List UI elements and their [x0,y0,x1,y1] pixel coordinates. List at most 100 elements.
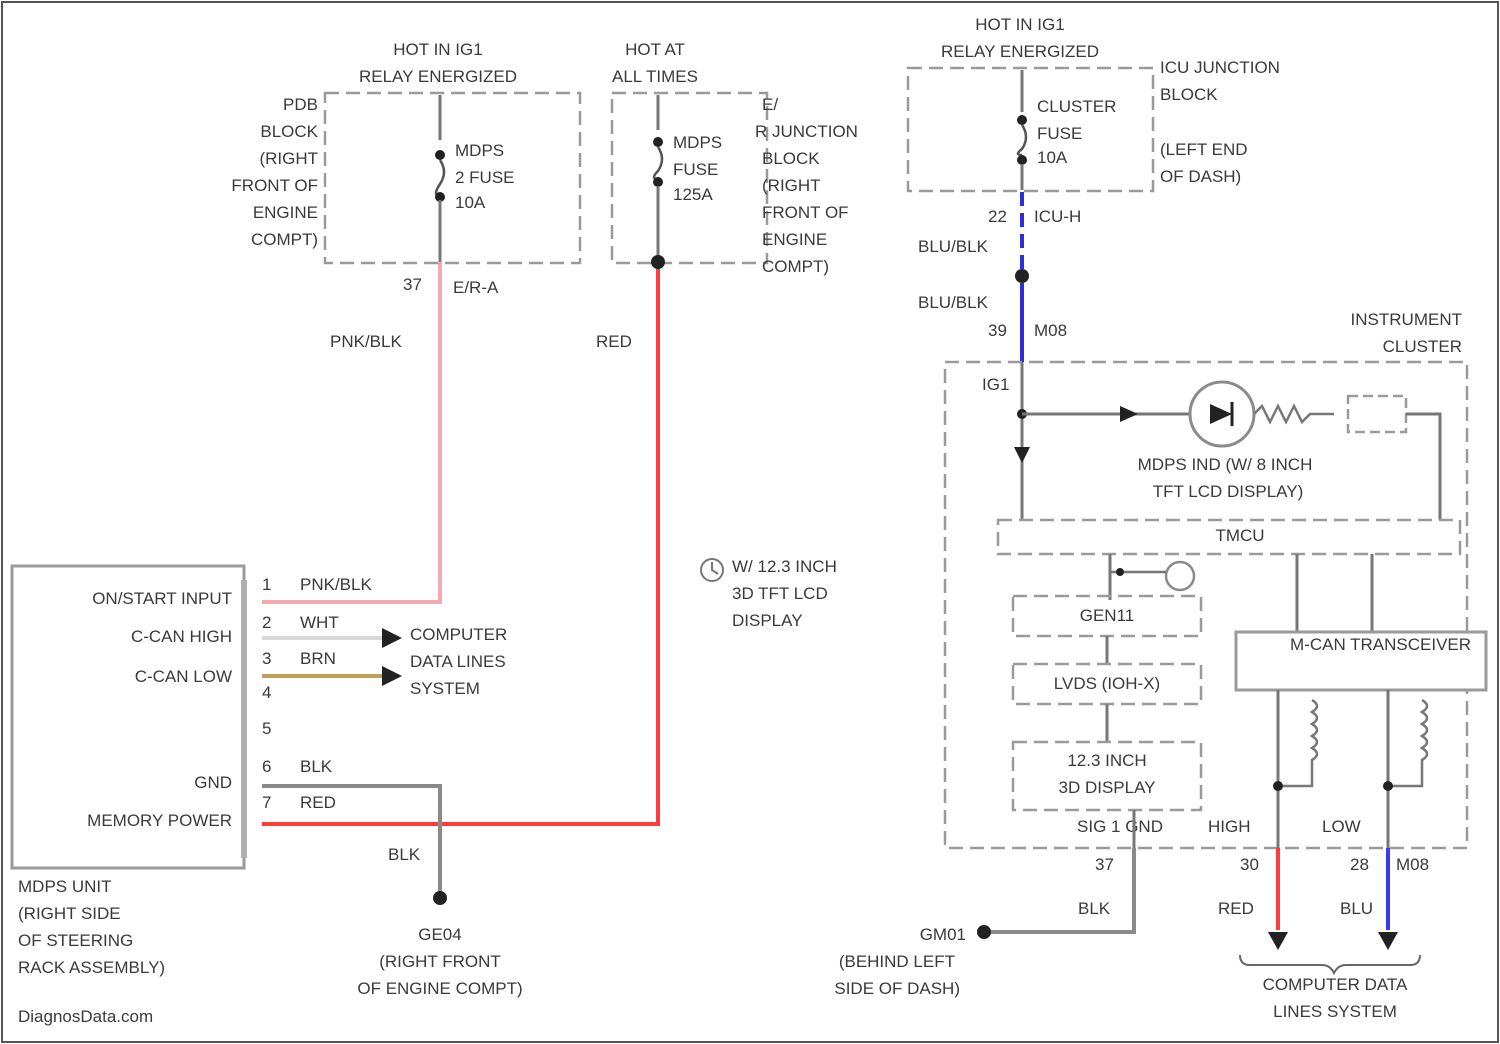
icu-location-label-2: OF DASH) [1160,167,1241,186]
mdps-gnd-wire-lower-color: BLK [388,845,421,864]
mdps-wire-color-3: BRN [300,649,336,668]
mdps-fuse-label-1: MDPS [673,133,722,152]
gm01-location-1: (BEHIND LEFT [839,952,955,971]
pdb-block-label-5: ENGINE [253,203,318,222]
pdb-connector-id: E/R-A [453,278,499,297]
mdps-caption-2: (RIGHT SIDE [18,904,121,923]
mdps-wire-color-2: WHT [300,613,339,632]
er-block-label-3: BLOCK [762,149,820,168]
er-hot-label-1: HOT AT [625,40,685,59]
mdps-caption-1: MDPS UNIT [18,877,112,896]
mdps2-fuse-label-3: 10A [455,193,486,212]
ge04-location-2: OF ENGINE COMPT) [357,979,522,998]
mdps-pin-number-7: 7 [262,793,271,812]
cluster-gnd-wire-color: BLK [1078,899,1111,918]
indicator-label-1: MDPS IND (W/ 8 INCH [1138,455,1313,474]
pdb-block-label-2: BLOCK [260,122,318,141]
pdb-block-label-6: COMPT) [251,230,318,249]
mdps-fuse-label-3: 125A [673,185,713,204]
pdb-wire-color: PNK/BLK [330,332,402,351]
high-pin-number: 30 [1240,855,1259,874]
mdps2-fuse-label-1: MDPS [455,141,504,160]
icu-block-label-1: ICU JUNCTION [1160,58,1280,77]
note-text-2: 3D TFT LCD [732,584,828,603]
pdb-block-label-1: PDB [283,95,318,114]
icu-wire-lower-color: BLU/BLK [918,293,989,312]
ge04-name: GE04 [418,925,461,944]
er-block-label-5: FRONT OF [762,203,849,222]
mdps-cdls-label-3: SYSTEM [410,679,480,698]
mdps-wire-color-7: RED [300,793,336,812]
gm01-name: GM01 [920,925,966,944]
gnd-pin-number: 37 [1095,855,1114,874]
can-high-wire-color: RED [1218,899,1254,918]
note-text-3: DISPLAY [732,611,803,630]
cluster-feed-connector: M08 [1034,321,1067,340]
mdps-pin-label-6: GND [194,773,232,792]
cluster-title-2: CLUSTER [1383,337,1462,356]
er-block-label-2: R JUNCTION [755,122,858,141]
mdps-pin-number-3: 3 [262,649,271,668]
low-pin-number: 28 [1350,855,1369,874]
can-high-label: HIGH [1208,817,1251,836]
ge04-location-1: (RIGHT FRONT [379,952,501,971]
cluster-ig1-label: IG1 [982,375,1009,394]
er-block-label-1: E/ [762,95,778,114]
mdps-caption-3: OF STEERING [18,931,133,950]
mdps-pin-label-2: C-CAN HIGH [131,627,232,646]
watermark: DiagnosData.com [18,1007,153,1026]
icu-location-label-1: (LEFT END [1160,140,1248,159]
mdps-pin-label-7: MEMORY POWER [87,811,232,830]
er-wire-color: RED [596,332,632,351]
er-hot-label-2: ALL TIMES [612,67,698,86]
mdps-pin-number-2: 2 [262,613,271,632]
pdb-block-label-4: FRONT OF [231,176,318,195]
mdps2-fuse-label-2: 2 FUSE [455,168,515,187]
pdb-hot-label-2: RELAY ENERGIZED [359,67,517,86]
cluster-title-1: INSTRUMENT [1351,310,1462,329]
cluster-fuse-label-3: 10A [1037,148,1068,167]
cluster-feed-pin: 39 [988,321,1007,340]
er-block-label-6: ENGINE [762,230,827,249]
er-block-label-7: COMPT) [762,257,829,276]
display-label-1: 12.3 INCH [1067,751,1146,770]
indicator-label-2: TFT LCD DISPLAY) [1153,482,1304,501]
er-block-label-4: (RIGHT [762,176,821,195]
tmcu-label: TMCU [1215,526,1264,545]
mdps-pin-number-1: 1 [262,575,271,594]
mdps-pin-number-4: 4 [262,683,271,702]
mdps-pin-label-1: ON/START INPUT [92,589,232,608]
icu-connector-id: ICU-H [1034,207,1081,226]
low-pin-connector: M08 [1396,855,1429,874]
mdps-fuse-label-2: FUSE [673,160,718,179]
icu-hot-label-2: RELAY ENERGIZED [941,42,1099,61]
cdls-bottom-label-2: LINES SYSTEM [1273,1002,1397,1021]
mdps-pin-number-6: 6 [262,757,271,776]
mdps-pin-number-5: 5 [262,719,271,738]
pdb-block-label-3: (RIGHT [259,149,318,168]
can-low-wire-color: BLU [1340,899,1373,918]
indicator-driver-box [1348,396,1406,432]
mcan-transceiver-label: M-CAN TRANSCEIVER [1290,635,1471,654]
mdps-cdls-label-2: DATA LINES [410,652,506,671]
pdb-connector-pin: 37 [403,275,422,294]
cluster-fuse-label-2: FUSE [1037,124,1082,143]
lvds-label: LVDS (IOH-X) [1054,674,1160,693]
icu-block-label-2: BLOCK [1160,85,1218,104]
mdps-caption-4: RACK ASSEMBLY) [18,958,165,977]
pdb-hot-label-1: HOT IN IG1 [393,40,482,59]
icu-connector-pin: 22 [988,207,1007,226]
icu-wire-upper-color: BLU/BLK [918,237,989,256]
can-low-label: LOW [1322,817,1361,836]
mdps-wire-color-1: PNK/BLK [300,575,372,594]
transistor-icon [1166,562,1194,590]
icu-hot-label-1: HOT IN IG1 [975,15,1064,34]
cluster-fuse-label-1: CLUSTER [1037,97,1116,116]
cdls-bottom-label-1: COMPUTER DATA [1263,975,1408,994]
gen-label: GEN11 [1080,606,1135,625]
gm01-location-2: SIDE OF DASH) [834,979,960,998]
note-text-1: W/ 12.3 INCH [732,557,837,576]
mdps-cdls-label-1: COMPUTER [410,625,507,644]
display-label-2: 3D DISPLAY [1058,778,1155,797]
